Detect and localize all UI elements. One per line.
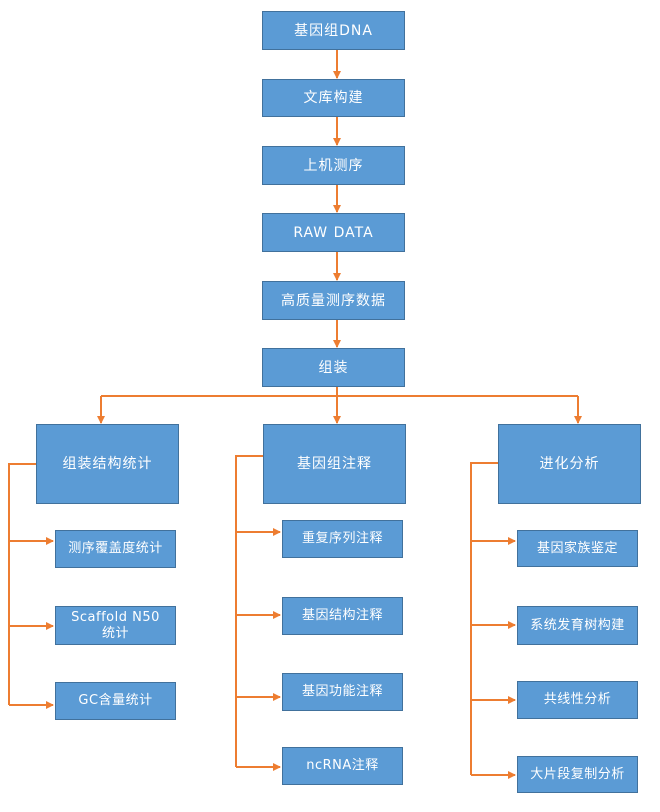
node-high-quality-data: 高质量测序数据 xyxy=(262,281,405,320)
node-synteny-analysis: 共线性分析 xyxy=(517,681,638,719)
node-segmental-duplication: 大片段复制分析 xyxy=(517,756,638,793)
node-evolution-analysis: 进化分析 xyxy=(498,424,641,504)
node-ncrna-annotation: ncRNA注释 xyxy=(282,747,403,785)
node-raw-data: RAW DATA xyxy=(262,213,405,252)
node-repeat-annotation: 重复序列注释 xyxy=(282,520,403,558)
node-genomic-dna: 基因组DNA xyxy=(262,11,405,50)
node-library-construction: 文库构建 xyxy=(262,79,405,117)
node-sequencing: 上机测序 xyxy=(262,146,405,185)
node-genome-annotation: 基因组注释 xyxy=(263,424,406,504)
node-gene-function-annotation: 基因功能注释 xyxy=(282,673,403,711)
node-phylogenetic-tree: 系统发育树构建 xyxy=(517,606,638,645)
node-coverage-stats: 测序覆盖度统计 xyxy=(55,530,176,568)
node-assembly-stats: 组装结构统计 xyxy=(36,424,179,504)
node-gene-structure-annotation: 基因结构注释 xyxy=(282,597,403,635)
node-assembly: 组装 xyxy=(262,348,405,387)
node-scaffold-n50-stats: Scaffold N50 统计 xyxy=(55,606,176,645)
node-gc-content-stats: GC含量统计 xyxy=(55,682,176,720)
node-gene-family-identification: 基因家族鉴定 xyxy=(517,530,638,567)
